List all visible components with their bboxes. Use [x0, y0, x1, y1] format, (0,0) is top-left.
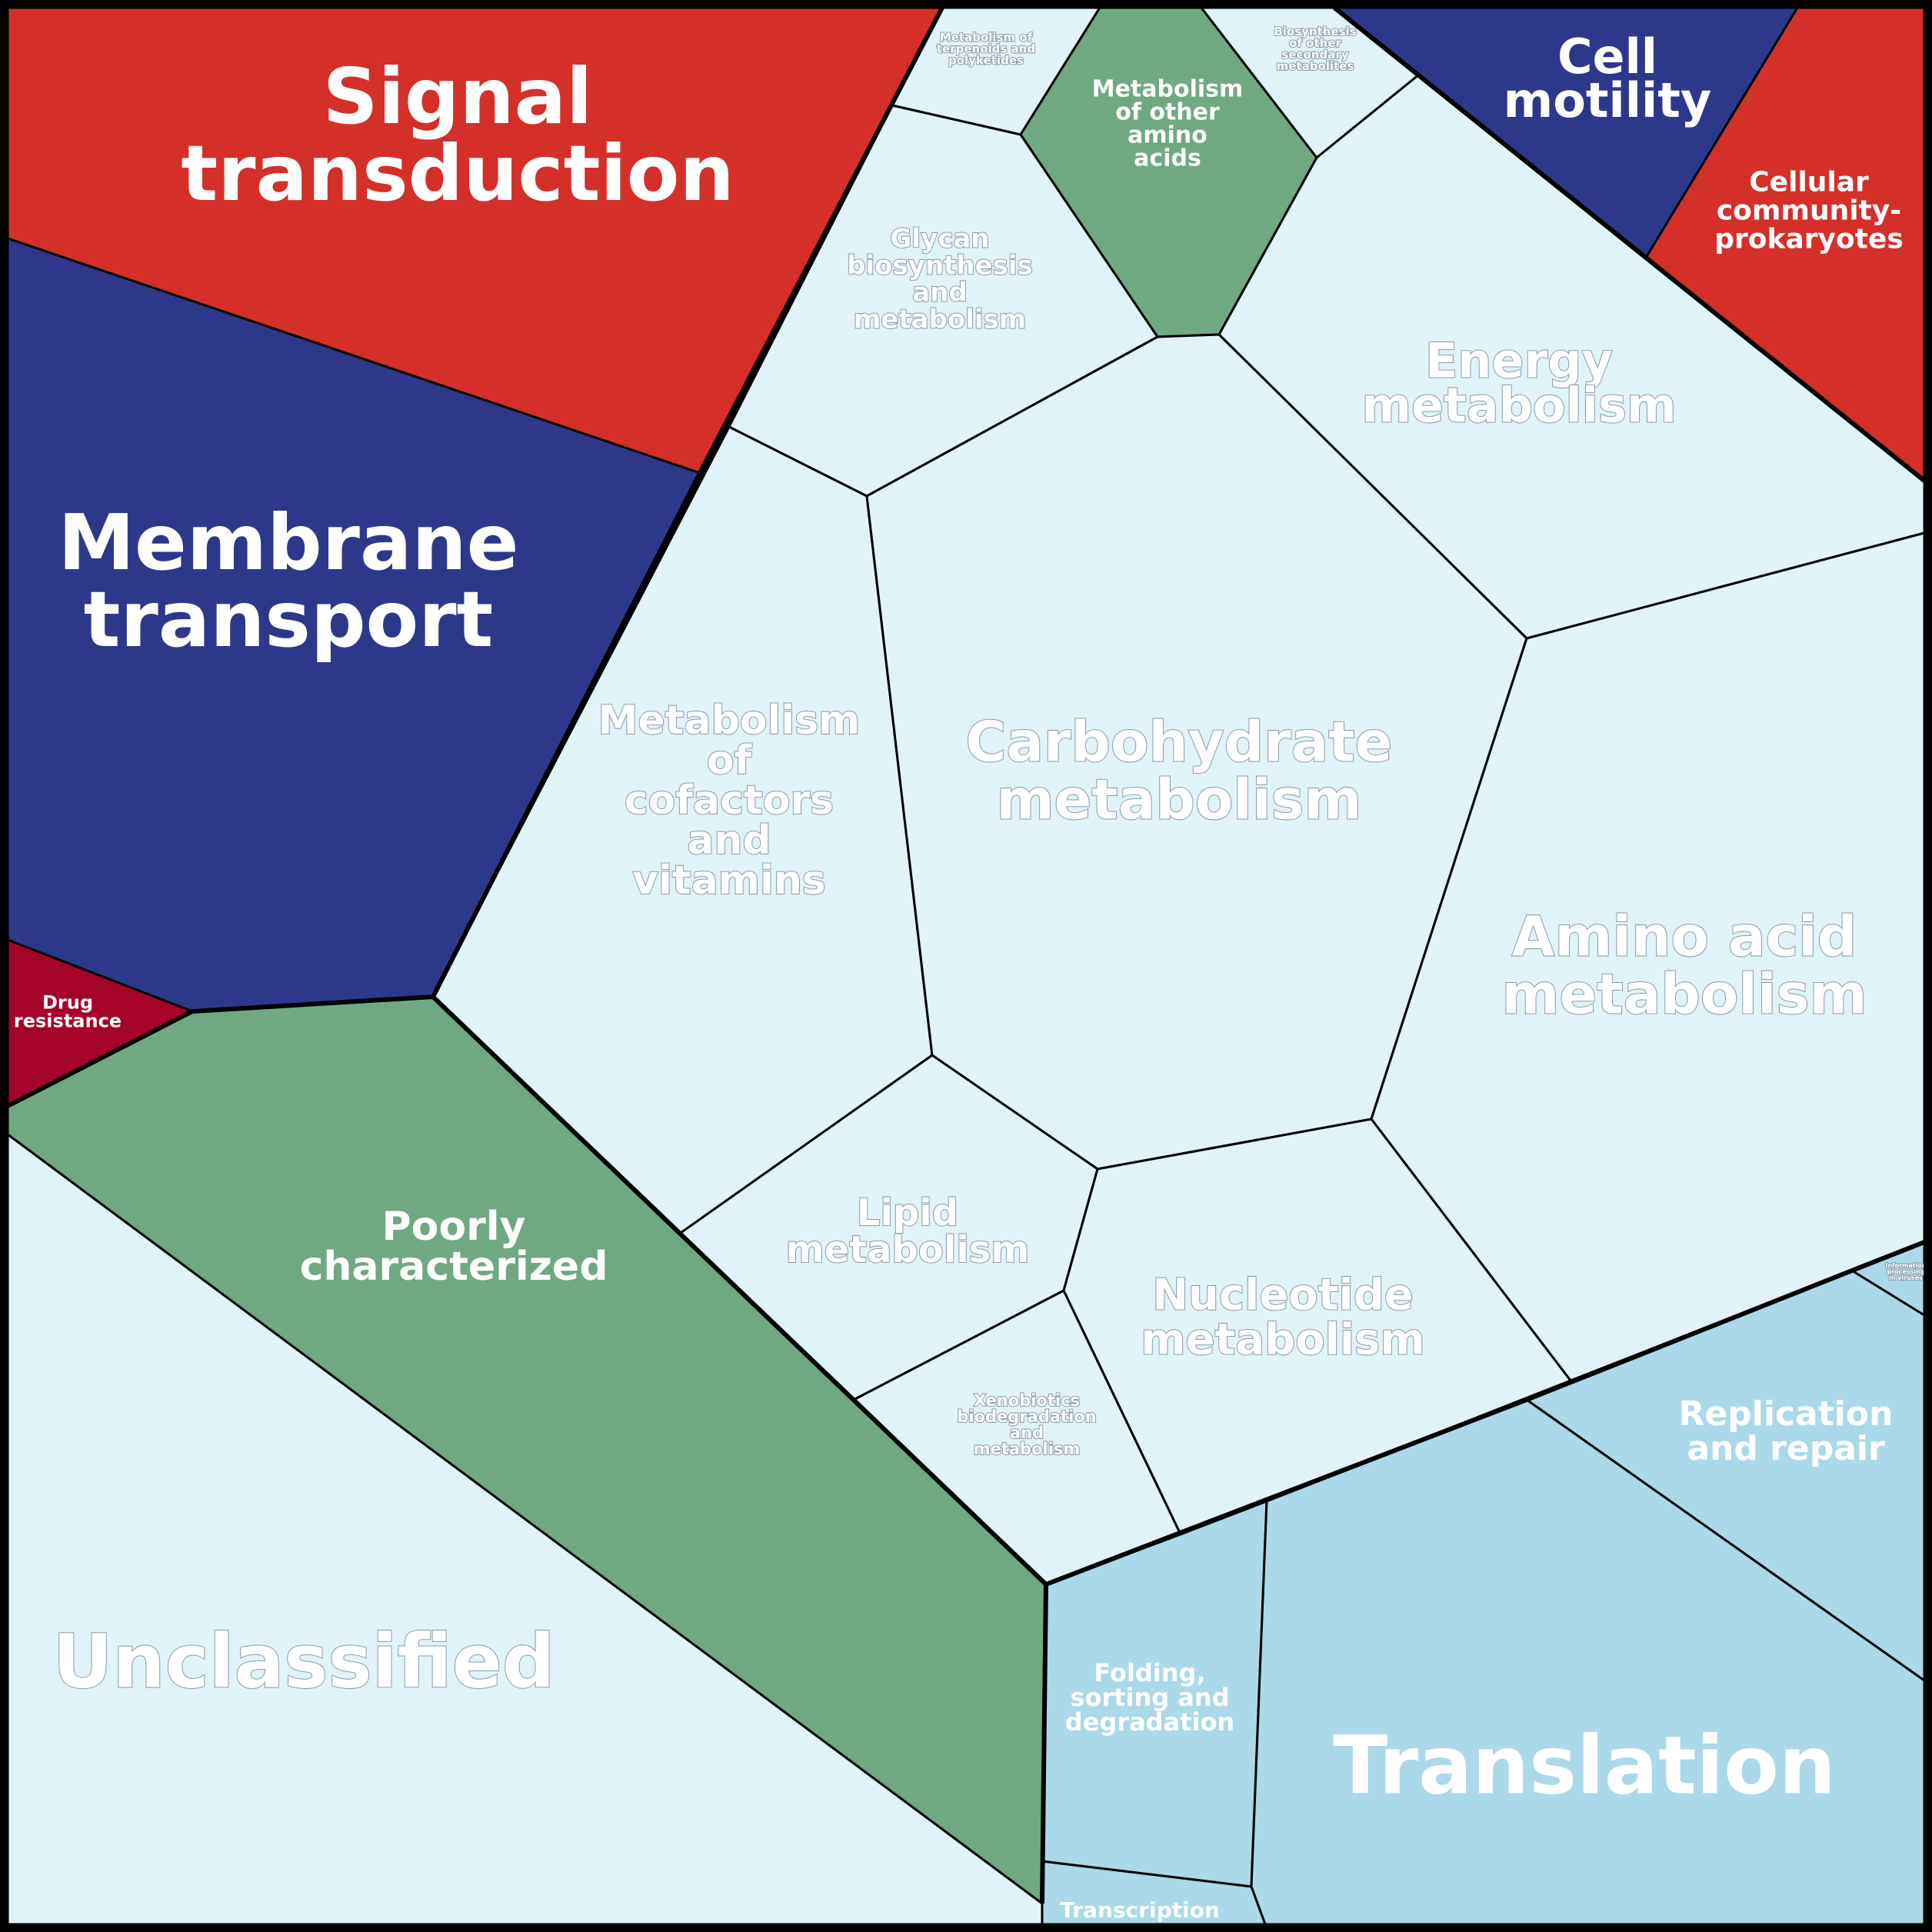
- category-border: [1333, 5, 1926, 483]
- label-unclassified: Unclassified: [52, 1619, 555, 1705]
- label-line: metabolism: [974, 1440, 1081, 1458]
- label-line: metabolism: [1141, 1315, 1425, 1365]
- label-line: in viruses: [1889, 1274, 1923, 1281]
- label-line: Folding,: [1094, 1658, 1205, 1687]
- label-line: resistance: [14, 1010, 122, 1031]
- label-line: biosynthesis: [847, 250, 1033, 281]
- label-line: Carbohydrate: [965, 710, 1392, 774]
- label-line: cofactors: [625, 778, 834, 824]
- label-line: vitamins: [632, 858, 826, 904]
- label-line: of other: [1289, 36, 1341, 50]
- label-line: Cell: [1557, 28, 1657, 85]
- label-line: Glycan: [890, 223, 989, 254]
- label-line: secondary: [1281, 48, 1348, 62]
- label-translation: Translation: [1333, 1718, 1836, 1812]
- label-line: transport: [84, 575, 494, 665]
- label-line: metabolism: [786, 1228, 1030, 1271]
- label-line: degradation: [1065, 1707, 1234, 1737]
- label-line: Membrane: [58, 498, 519, 588]
- label-line: Nucleotide: [1152, 1271, 1414, 1321]
- label-line: Metabolism: [1092, 76, 1244, 103]
- label-line: of: [707, 738, 753, 784]
- label-line: Biosynthesis: [1274, 25, 1356, 38]
- label-line: and repair: [1687, 1429, 1885, 1468]
- label-line: community-: [1717, 195, 1901, 227]
- label-line: motility: [1504, 72, 1712, 128]
- label-line: metabolism: [1361, 378, 1676, 434]
- label-line: transduction: [181, 128, 734, 218]
- label-line: and: [912, 277, 968, 308]
- label-line: characterized: [300, 1244, 608, 1290]
- label-line: Translation: [1333, 1718, 1836, 1812]
- label-line: Unclassified: [52, 1619, 555, 1705]
- label-transcription: Transcription: [1060, 1897, 1220, 1923]
- label-line: Drug: [42, 991, 93, 1013]
- label-line: sorting and: [1070, 1683, 1229, 1712]
- label-line: Signal: [323, 52, 593, 142]
- label-line: Replication: [1679, 1394, 1894, 1434]
- label-line: polyketides: [948, 53, 1024, 67]
- label-line: Metabolism of: [940, 30, 1033, 44]
- label-line: Xenobiotics: [974, 1391, 1080, 1410]
- label-line: biodegradation: [957, 1407, 1096, 1426]
- category-border: [1044, 1240, 1926, 1587]
- label-line: Transcription: [1060, 1897, 1220, 1923]
- label-line: of other: [1115, 99, 1220, 126]
- label-line: processing: [1887, 1268, 1924, 1275]
- label-line: metabolism: [996, 768, 1361, 832]
- label-line: terpenoids and: [937, 42, 1035, 55]
- label-line: Energy: [1425, 333, 1613, 389]
- label-line: Amino acid: [1512, 904, 1857, 969]
- label-line: acids: [1134, 145, 1201, 172]
- label-line: Metabolism: [598, 698, 861, 744]
- label-line: amino: [1128, 122, 1208, 149]
- label-line: and: [1010, 1424, 1044, 1442]
- label-line: metabolism: [854, 304, 1026, 335]
- label-line: Information: [1885, 1262, 1926, 1269]
- label-line: Lipid: [857, 1191, 958, 1234]
- label-line: Poorly: [382, 1204, 526, 1250]
- label-line: Cellular: [1749, 167, 1869, 198]
- label-line: metabolites: [1277, 59, 1354, 73]
- label-line: and: [687, 818, 771, 864]
- label-line: prokaryotes: [1714, 224, 1904, 255]
- label-line: metabolism: [1501, 962, 1867, 1027]
